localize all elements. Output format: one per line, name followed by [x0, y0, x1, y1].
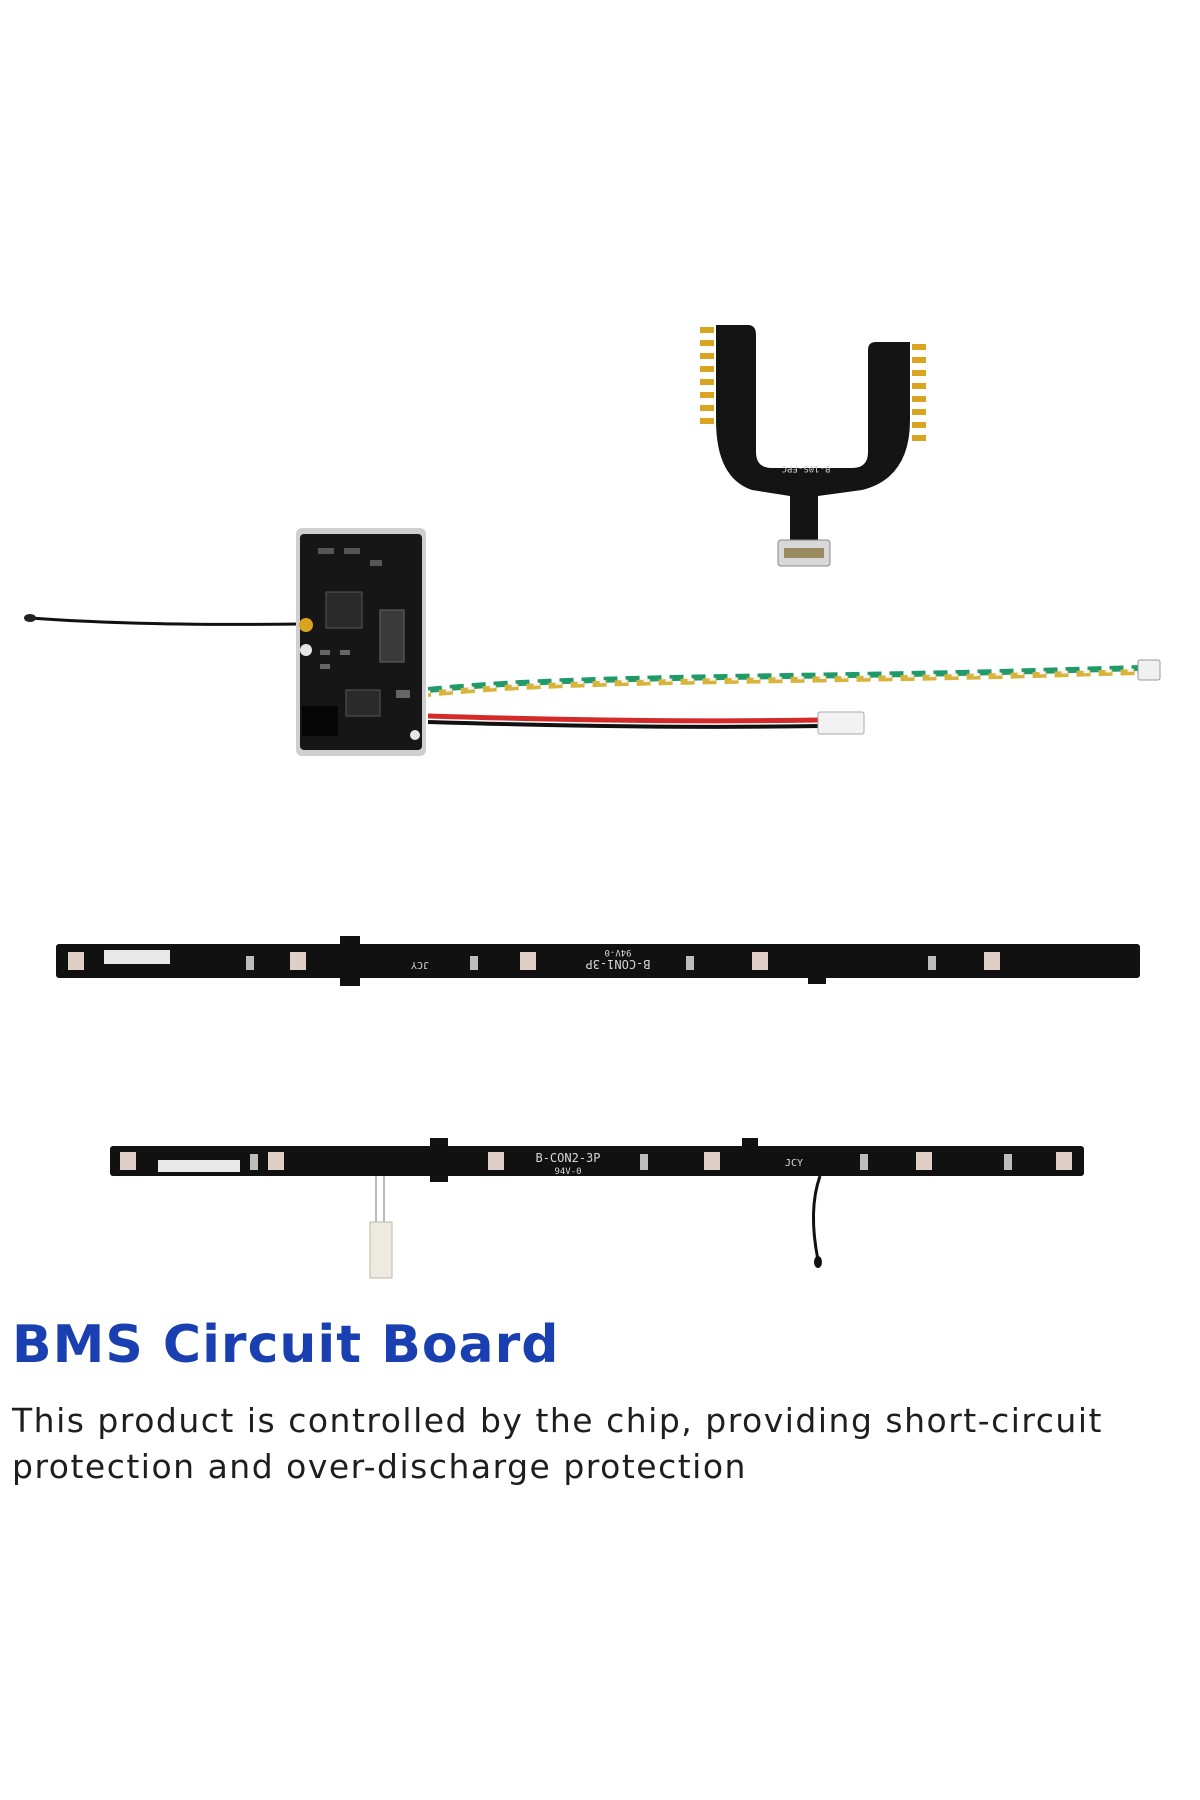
strip-con1-model-label: B-CON1-3P	[585, 957, 650, 971]
strip-con2-brand-label: JCY	[785, 1158, 803, 1169]
wire-white	[427, 668, 1141, 694]
wire-yellow	[427, 669, 1141, 697]
strip-con1-resistor-array	[104, 950, 170, 964]
wire-red	[427, 713, 821, 724]
fuse-component	[369, 1221, 393, 1279]
mosfet-chip	[345, 689, 381, 717]
strip-con2-resistor-array	[158, 1160, 240, 1172]
wire-black	[427, 720, 821, 729]
strip-board-con1: B-CON1-3P 94V-0 JCY	[56, 936, 1140, 986]
strip-con1-body	[56, 944, 1140, 978]
strip-con1-code-label: 94V-0	[604, 947, 631, 957]
thermistor-probe-wire	[812, 1175, 822, 1261]
temperature-probe-wire	[29, 616, 301, 626]
strip-con1-brand-label: JCY	[411, 959, 429, 970]
strip-con2-model-label: B-CON2-3P	[535, 1151, 600, 1165]
strip-con2-code-label: 94V-0	[554, 1167, 581, 1177]
thermistor-pad	[299, 618, 313, 632]
mcu-chip	[325, 591, 363, 629]
product-description: This product is controlled by the chip, …	[12, 1401, 1103, 1486]
board-pcb	[300, 534, 422, 750]
signal-plug	[1137, 659, 1161, 681]
section-heading: BMS Circuit Board	[12, 1315, 560, 1375]
strip-con2-body	[110, 1146, 1084, 1176]
ribbon-model-label: B-10S-FPC	[782, 463, 831, 473]
ribbon-body	[716, 325, 910, 545]
power-plug	[817, 711, 865, 735]
ribbon-right-contacts	[912, 344, 926, 441]
board-connector	[379, 609, 405, 663]
ribbon-left-contacts	[700, 327, 714, 424]
strip-board-con2: B-CON2-3P 94V-0 JCY	[110, 1138, 1084, 1279]
fpc-ribbon-cable: B-10S-FPC	[700, 325, 926, 567]
bms-main-board	[24, 528, 1161, 756]
